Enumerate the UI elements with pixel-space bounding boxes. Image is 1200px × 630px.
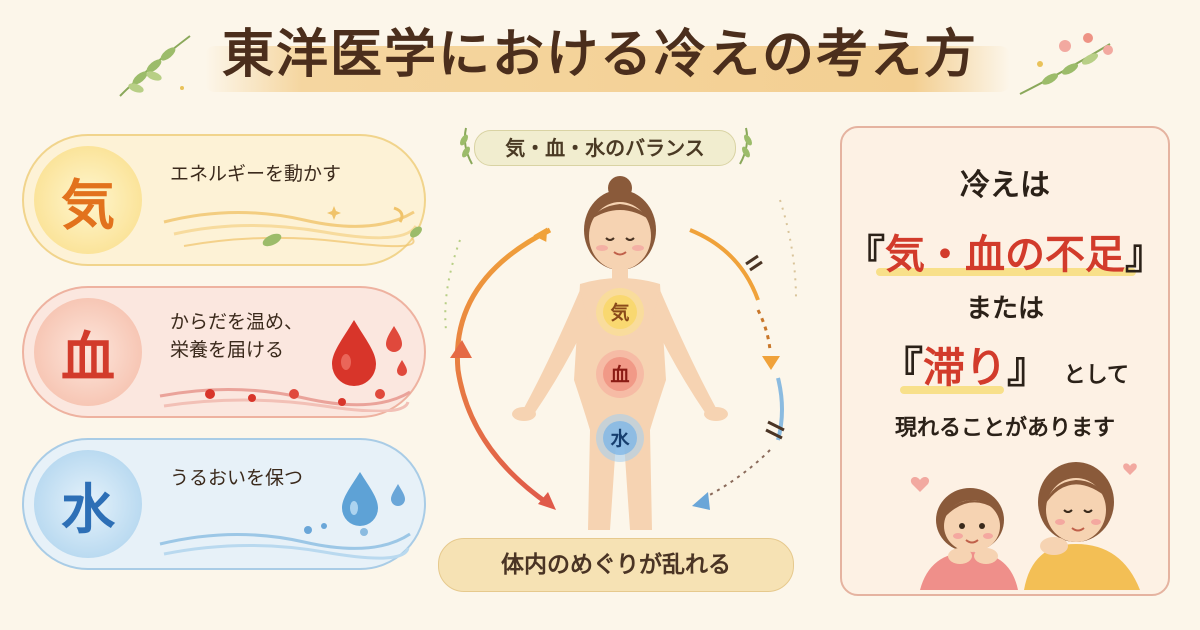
flow-disruption-label: 体内のめぐりが乱れる [438,538,794,592]
ketsu-description: からだを温め、 栄養を届ける [170,308,303,364]
ketsu-description-line-2: 栄養を届ける [170,339,285,361]
explanation-line-2: 『気・血の不足』 [840,222,1170,280]
ketsu-kanji-badge: 血 [34,298,142,406]
leaf-sprig-left-icon [119,35,191,97]
heart-icon [1123,463,1137,475]
mother-child-illustration [910,462,1140,590]
arrow-head-bottom [538,492,556,510]
balance-leaf-left-icon [460,127,473,165]
blood-drop-icon [332,320,407,386]
sui-kanji-badge: 水 [34,450,142,558]
ki-kanji-badge: 気 [34,146,142,254]
blood-flow-icon [159,387,411,412]
cold-explanation-card [840,126,1170,596]
stagnation-text: 滞り [923,343,1008,392]
bracket-close-2: 』 [1007,343,1050,392]
ki-description-line: エネルギーを動かす [170,163,342,185]
explanation-tail: として [1063,363,1129,388]
water-drop-icon [342,472,405,526]
balance-leaf-right-icon [739,127,752,165]
ki-description: エネルギーを動かす [170,160,341,188]
bracket-open: 『 [845,232,885,278]
arrow-head-mid [450,340,472,358]
body-marker-ketsu: 血 [610,363,629,386]
explanation-line-4: 『滞り』 として [840,334,1170,395]
ki-card: 気 エネルギーを動かす [22,134,426,266]
bracket-open-2: 『 [880,343,923,392]
sui-card: 水 うるおいを保つ [22,438,426,570]
deficiency-text: 気・血の不足 [885,232,1125,278]
heart-icon [910,477,930,492]
body-marker-ki: 気 [610,301,629,324]
body-cycle-diagram: 気 血 水 [444,176,797,530]
body-marker-sui: 水 [610,428,630,450]
title-highlight [205,46,1010,92]
explanation-line-3: または [965,294,1044,324]
arrow-head-top [533,227,548,242]
balance-label: 気・血・水のバランス [474,130,736,166]
sui-description-line: うるおいを保つ [170,467,304,489]
bracket-close: 』 [1125,232,1165,278]
human-figure-icon [512,176,728,530]
sui-description: うるおいを保つ [170,464,303,492]
water-wave-icon [159,523,411,560]
ketsu-description-line-1: からだを温め、 [170,311,304,333]
wind-swirl-icon [163,206,422,248]
highlight-underline-1 [876,268,1136,276]
page-title: 東洋医学における冷えの考え方 [221,25,978,85]
explanation-line-1: 冷えは [960,168,1050,203]
explanation-line-5: 現れることがあります [894,416,1115,441]
ketsu-card: 血 からだを温め、 栄養を届ける [22,286,426,418]
flower-sprig-right-icon [1019,33,1113,95]
highlight-underline-2 [900,386,1004,394]
cycle-arc-left [454,227,552,508]
